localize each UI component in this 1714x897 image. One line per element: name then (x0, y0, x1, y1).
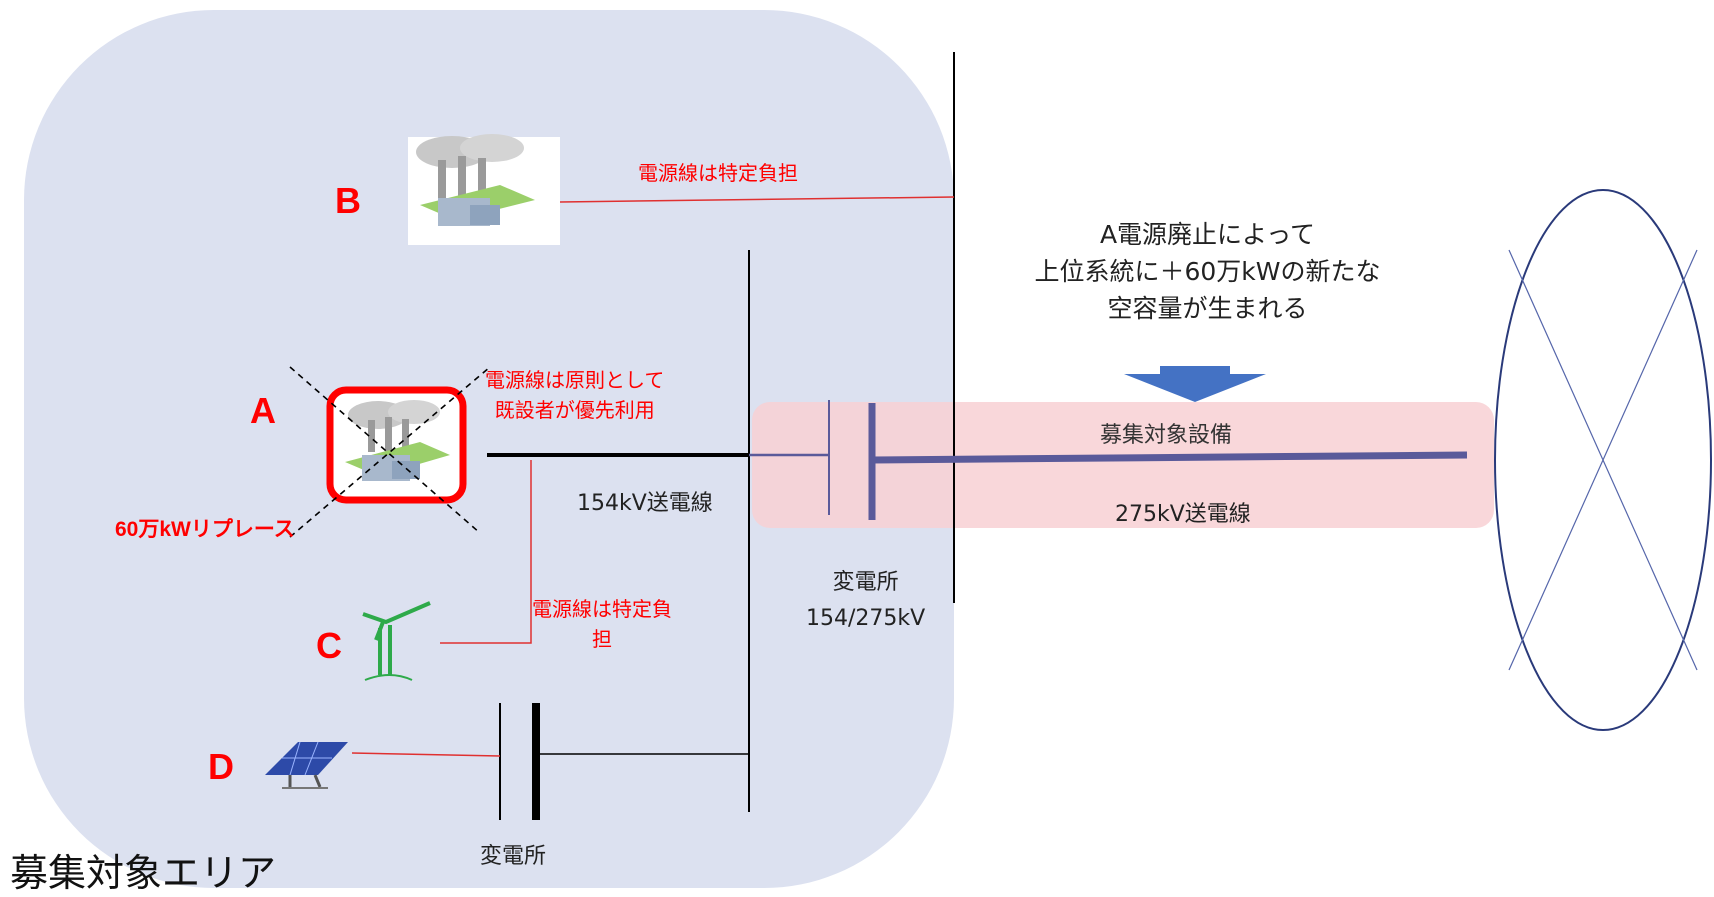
capacity-note-2: 上位系統に＋60万kWの新たな (1034, 257, 1381, 286)
c-line-note-1: 電源線は特定負 (532, 597, 672, 621)
down-arrow (1124, 366, 1266, 402)
a-line-note-2: 既設者が優先利用 (494, 398, 655, 422)
c-line-note-2: 担 (592, 627, 612, 651)
c-line-note: 電源線は特定負 担 (532, 594, 672, 654)
main-substation-voltage: 154/275kV (806, 606, 926, 631)
main-substation-label: 変電所 154/275kV (806, 565, 925, 637)
wind-turbine-c-icon (362, 601, 431, 681)
a-line-note-1: 電源線は原則として (485, 368, 665, 392)
capacity-note-1: A電源廃止によって (1099, 220, 1316, 249)
main-substation-name: 変電所 (832, 570, 899, 595)
d-power-line (351, 752, 501, 757)
thermal-plant-b-icon (408, 134, 560, 245)
small-substation-label: 変電所 (480, 844, 547, 869)
target-facility-label: 募集対象設備 (1100, 423, 1233, 448)
c-power-line (440, 460, 532, 644)
target-facility-highlight (752, 402, 1494, 528)
solar-panel-d-icon (265, 741, 348, 789)
decommission-cross (289, 366, 491, 538)
capacity-note: A電源廃止によって 上位系統に＋60万kWの新たな 空容量が生まれる (1000, 216, 1415, 327)
line-275kv-label: 275kV送電線 (1115, 502, 1251, 527)
line-275kv (871, 451, 1468, 464)
small-substation-symbol (499, 703, 749, 820)
capacity-note-3: 空容量が生まれる (1107, 294, 1308, 323)
thermal-plant-a-icon (326, 386, 467, 504)
area-name-label: 募集対象エリア (10, 851, 277, 895)
a-line-note: 電源線は原則として 既設者が優先利用 (485, 365, 664, 425)
generator-a-label: A (250, 390, 276, 431)
generator-b-label: B (335, 180, 361, 221)
main-substation-symbol (749, 400, 876, 520)
line-154kv-label: 154kV送電線 (577, 491, 713, 516)
b-line-note: 電源線は特定負担 (638, 161, 798, 185)
upper-grid-system (1494, 189, 1712, 731)
b-power-line (559, 196, 955, 203)
replace-note: 60万kWリプレース (115, 518, 295, 541)
generator-c-label: C (316, 625, 342, 666)
generator-d-label: D (208, 746, 234, 787)
